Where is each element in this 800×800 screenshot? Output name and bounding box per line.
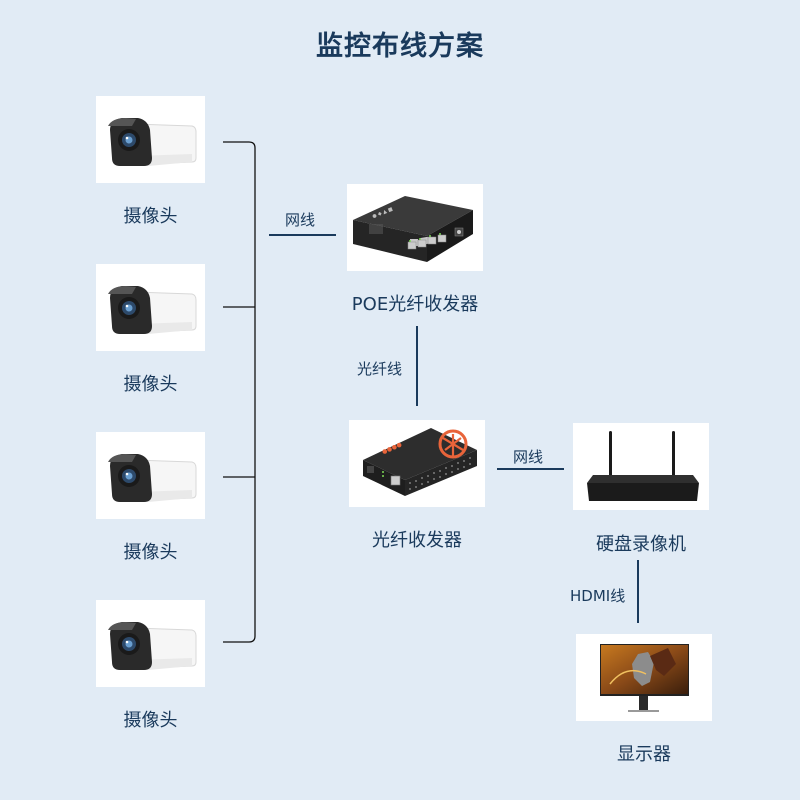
nvr-label: 硬盘录像机: [596, 534, 686, 555]
connection-label-cameras-poe: 网线: [285, 211, 316, 229]
camera-label-4: 摄像头: [123, 710, 178, 731]
monitor-icon: [600, 644, 689, 712]
camera-card-2: [96, 264, 205, 351]
bullet-camera-icon: [108, 286, 197, 334]
connection-label-nvr-monitor: HDMI线: [570, 587, 626, 605]
nvr-card: [573, 423, 709, 510]
camera-label-2: 摄像头: [123, 374, 178, 395]
fiber-transceiver-card: ●●●●: [349, 420, 485, 507]
poe-transceiver-label: POE光纤收发器: [351, 294, 479, 315]
monitor-card: [576, 634, 712, 721]
poe-switch-icon: ● ◆ ▲ ■: [353, 196, 473, 262]
page-title: 监控布线方案: [316, 31, 484, 62]
bullet-camera-icon: [108, 622, 197, 670]
media-converter-icon: ●●●●: [363, 428, 477, 496]
fiber-transceiver-label: 光纤收发器: [372, 530, 462, 551]
connection-label-poe-fiber: 光纤线: [357, 360, 403, 378]
camera-card-3: [96, 432, 205, 519]
connection-line-nvr-monitor: [637, 560, 639, 623]
camera-label-1: 摄像头: [123, 206, 178, 227]
connection-line-poe-fiber: [416, 326, 418, 406]
monitor-label: 显示器: [617, 744, 671, 765]
connection-line-fiber-nvr: [497, 468, 564, 470]
poe-transceiver-card: ● ◆ ▲ ■: [347, 184, 483, 271]
camera-label-3: 摄像头: [123, 542, 178, 563]
nvr-router-icon: [587, 431, 699, 501]
camera-card-4: [96, 600, 205, 687]
connection-line-cameras-poe: [269, 234, 336, 236]
camera-card-1: [96, 96, 205, 183]
bullet-camera-icon: [108, 454, 197, 502]
bullet-camera-icon: [108, 118, 197, 166]
connection-label-fiber-nvr: 网线: [513, 448, 544, 466]
camera-bus-bracket: [223, 141, 256, 643]
